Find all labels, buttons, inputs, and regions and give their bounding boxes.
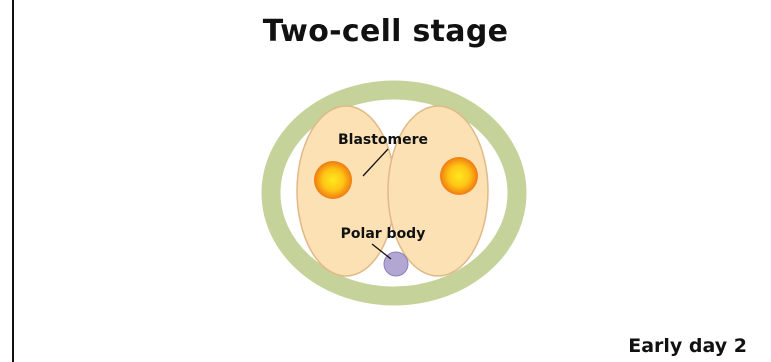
blastomere-label: Blastomere xyxy=(338,132,428,148)
left-nucleus xyxy=(314,161,352,199)
stage-timing-label: Early day 2 xyxy=(628,335,747,357)
polar-body-label: Polar body xyxy=(341,226,426,242)
right-nucleus xyxy=(440,157,478,195)
